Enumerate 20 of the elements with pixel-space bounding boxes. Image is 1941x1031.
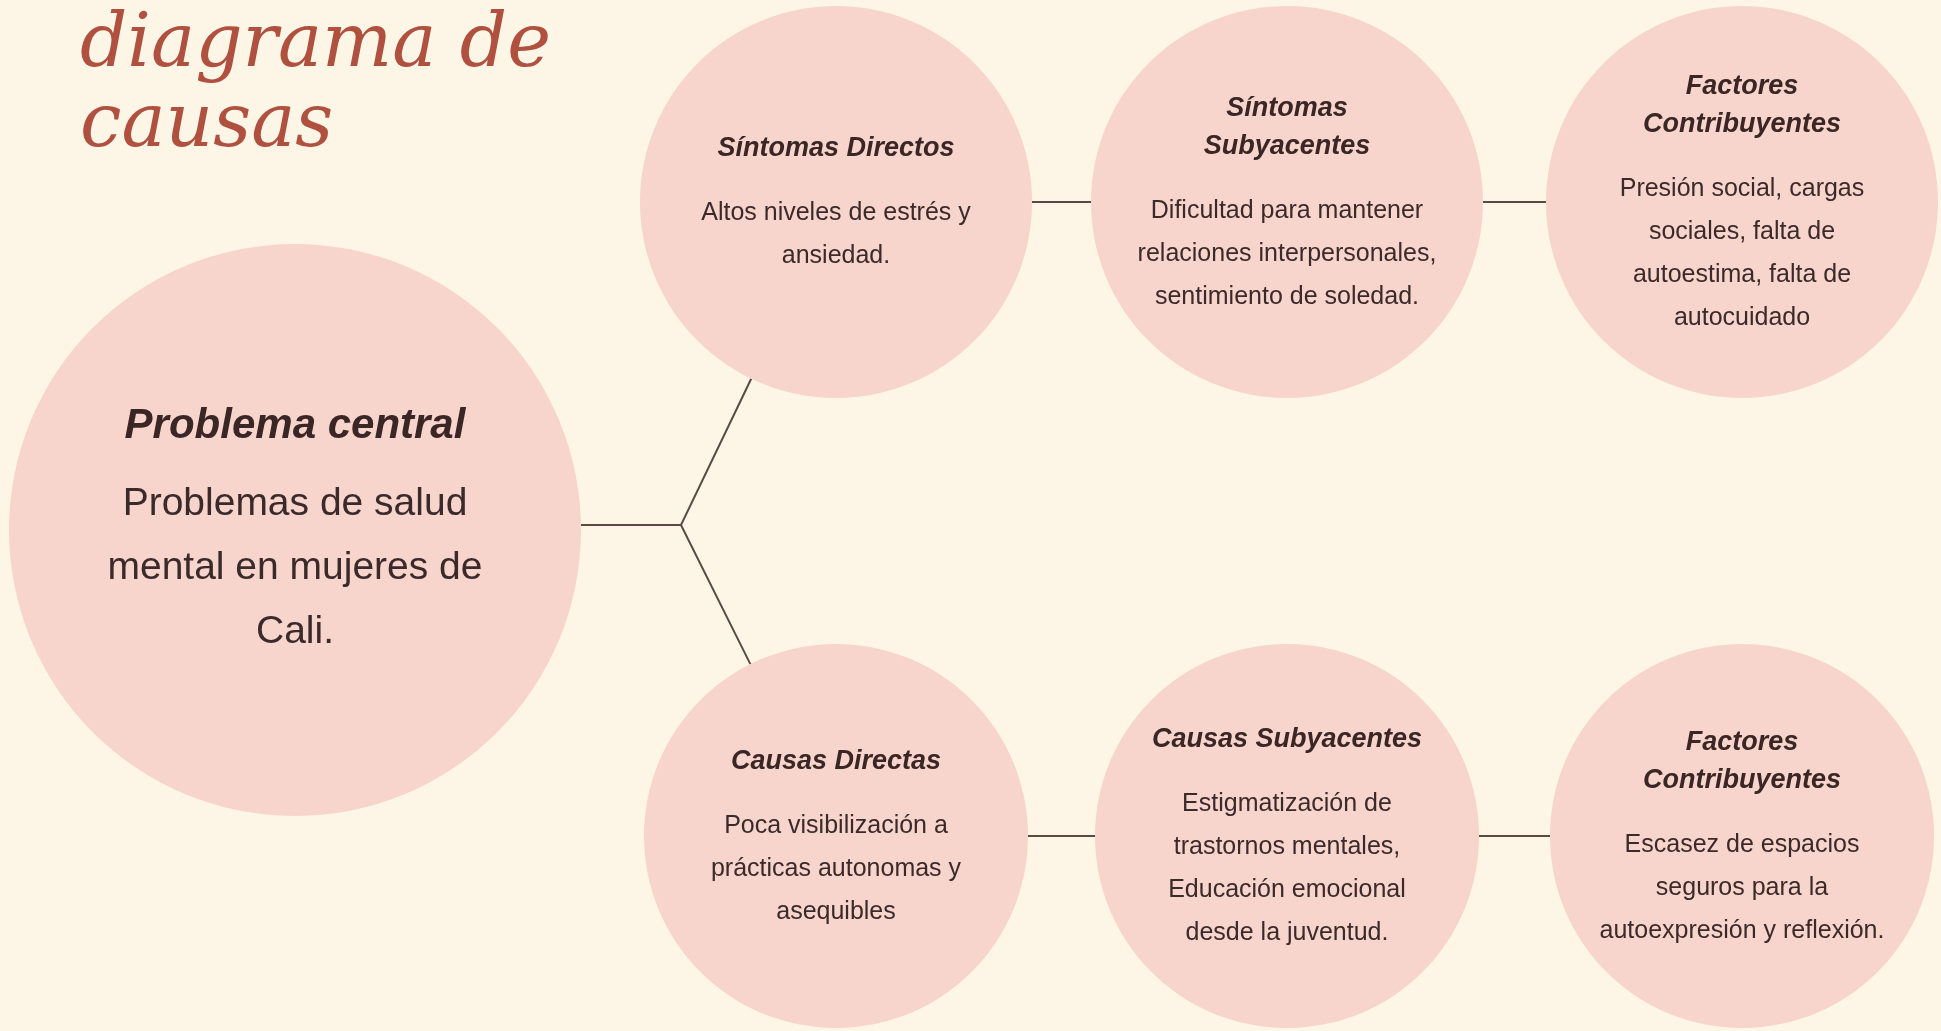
node-heading: Factores Contribuyentes [1642, 724, 1842, 796]
node-text: Dificultad para mantener relaciones interpersonales, sentimiento de soledad. [1136, 193, 1438, 311]
node-text: Escasez de espacios seguros para la autoexpresión y reflexión. [1598, 827, 1886, 945]
connector-line [1027, 835, 1096, 837]
title: diagrama de causas [80, 0, 552, 160]
node-text: Estigmatización de trastornos mentales, Educación emocional desde la juventud. [1167, 787, 1407, 947]
node-heading: Factores Contribuyentes [1642, 69, 1842, 140]
node-heading: Causas Directas [729, 743, 943, 777]
node-text: Problemas de salud mental en mujeres de Cali. [106, 479, 484, 654]
node-text: Altos niveles de estrés y ansiedad. [700, 196, 972, 270]
node-text: Poca visibilización a prácticas autonomas y asequibles [709, 808, 963, 926]
connector-line [1482, 201, 1547, 203]
node-heading: Síntomas Subyacentes [1202, 90, 1372, 162]
connector-line [1031, 201, 1092, 203]
connector-line [580, 524, 752, 666]
node-heading: Causas Subyacentes [1150, 722, 1424, 755]
node-heading: Síntomas Directos [716, 131, 956, 164]
connector-line [1478, 835, 1551, 837]
node-heading: Problema central [124, 398, 466, 449]
node-text: Presión social, cargas sociales, falta de autoestima, falta de autocuidado [1618, 172, 1866, 332]
